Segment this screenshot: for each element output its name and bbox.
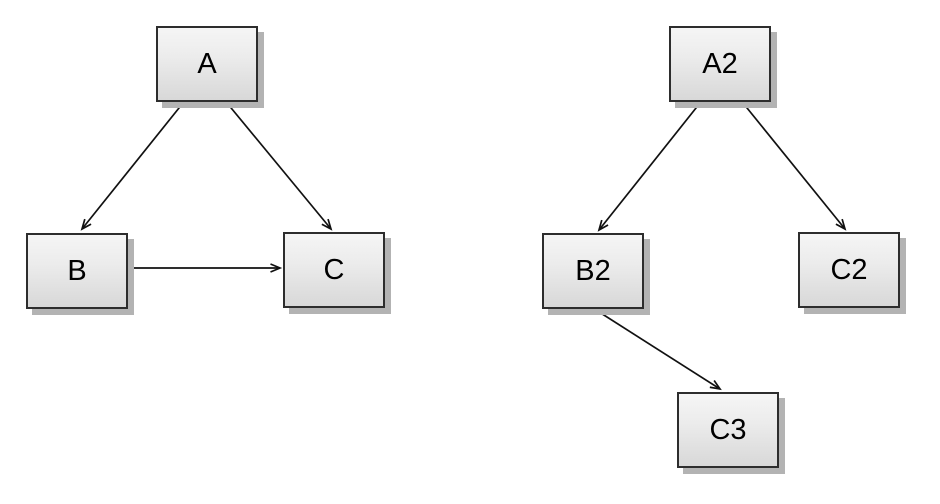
node-C2-label: C2 — [830, 253, 868, 286]
node-C3[interactable]: C3 — [677, 392, 779, 468]
edge-A2-B2[interactable] — [597, 102, 701, 232]
node-A2-label: A2 — [702, 47, 738, 80]
node-C3-label: C3 — [709, 413, 747, 446]
node-B-label: B — [67, 254, 87, 287]
edge-A2-C2[interactable] — [742, 102, 847, 231]
node-B[interactable]: B — [26, 233, 128, 309]
node-C[interactable]: C — [283, 232, 385, 308]
node-B2-label: B2 — [575, 254, 611, 287]
node-A2[interactable]: A2 — [669, 26, 771, 102]
edge-A-B[interactable] — [80, 102, 184, 231]
node-A-label: A — [197, 47, 217, 80]
node-A[interactable]: A — [156, 26, 258, 102]
edge-B2-C3[interactable] — [595, 309, 722, 391]
node-C2[interactable]: C2 — [798, 232, 900, 308]
edge-A-C[interactable] — [226, 102, 333, 231]
node-B2[interactable]: B2 — [542, 233, 644, 309]
node-C-label: C — [323, 253, 345, 286]
